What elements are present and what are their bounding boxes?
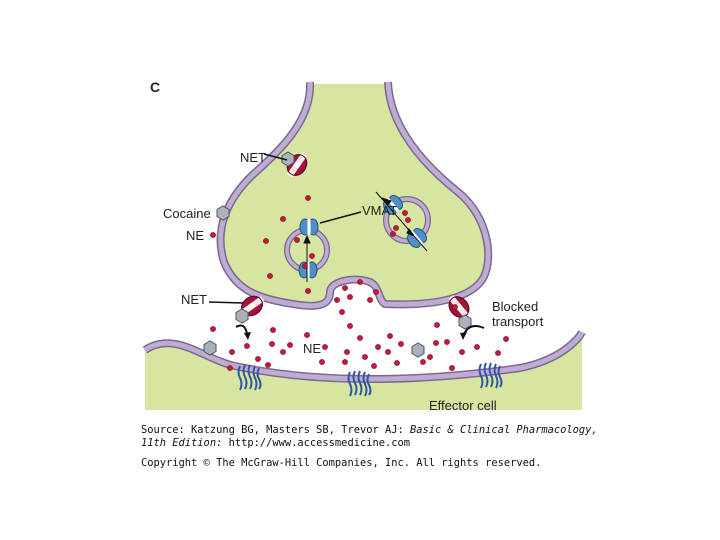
ne-molecule xyxy=(227,365,233,371)
ne-molecule xyxy=(427,354,433,360)
ne-molecule xyxy=(394,360,400,366)
ne-molecule xyxy=(334,297,340,303)
vmat-transporter-icon xyxy=(299,218,319,236)
ne-molecule xyxy=(319,359,325,365)
ne-molecule xyxy=(449,365,455,371)
source-url: http://www.accessmedicine.com xyxy=(222,437,410,449)
copyright-notice: Copyright © The McGraw-Hill Companies, I… xyxy=(141,457,542,469)
ne-molecule xyxy=(347,294,353,300)
ne-molecule xyxy=(255,356,261,362)
ne-legend-dot xyxy=(210,232,216,238)
cocaine-molecule-icon xyxy=(411,342,425,358)
ne-molecule xyxy=(371,363,377,369)
ne-molecule xyxy=(373,289,379,295)
ne-molecule xyxy=(444,339,450,345)
ne-molecule xyxy=(459,349,465,355)
ne-molecule xyxy=(474,344,480,350)
ne-molecule xyxy=(344,349,350,355)
leader-lines xyxy=(208,153,362,304)
ne-molecule xyxy=(280,216,286,222)
ne-molecule xyxy=(503,336,509,342)
vmat-arrows xyxy=(303,191,428,282)
ne-molecule xyxy=(267,273,273,279)
ne-molecule xyxy=(402,210,408,216)
source-citation: Source: Katzung BG, Masters SB, Trevor A… xyxy=(141,424,598,437)
ne-molecule xyxy=(263,238,269,244)
net-label-top: NET xyxy=(240,150,266,165)
ne-molecule xyxy=(342,359,348,365)
ne-molecule xyxy=(375,344,381,350)
ne-molecule xyxy=(405,217,411,223)
blocked-transport-label-line2: transport xyxy=(492,314,544,329)
ne-molecule xyxy=(393,225,399,231)
ne-molecule xyxy=(244,343,250,349)
ne-molecules xyxy=(210,195,509,371)
cocaine-molecule-icon xyxy=(235,308,249,324)
ne-molecule xyxy=(387,333,393,339)
ne-molecule xyxy=(347,323,353,329)
ne-molecule xyxy=(210,326,216,332)
ne-molecule xyxy=(304,332,310,338)
ne-molecule xyxy=(265,362,271,368)
reuptake-arrows xyxy=(235,324,485,335)
presynaptic-terminal xyxy=(216,81,493,310)
ne-molecule xyxy=(420,359,426,365)
ne-molecule xyxy=(270,327,276,333)
ne-molecule xyxy=(434,322,440,328)
ne-molecule xyxy=(433,340,439,346)
ne-molecule xyxy=(357,335,363,341)
ne-molecule xyxy=(322,344,328,350)
ne-molecule xyxy=(302,263,308,269)
cocaine-molecule-icon xyxy=(203,340,217,356)
ne-molecule xyxy=(342,285,348,291)
ne-molecule xyxy=(294,237,300,243)
ne-molecule xyxy=(367,297,373,303)
ne-molecule xyxy=(269,341,275,347)
ne-molecule xyxy=(385,349,391,355)
cocaine-legend-label: Cocaine xyxy=(163,206,211,221)
net-label-left: NET xyxy=(181,292,207,307)
ne-molecule xyxy=(287,342,293,348)
ne-molecule xyxy=(229,349,235,355)
ne-legend-label: NE xyxy=(186,228,205,243)
vmat-transporter-icon xyxy=(298,261,318,279)
ne-molecule xyxy=(309,253,315,259)
effector-cell xyxy=(145,332,582,410)
ne-molecule xyxy=(495,350,501,356)
source-prefix: Source: Katzung BG, Masters SB, Trevor A… xyxy=(141,424,410,436)
ne-molecule xyxy=(305,288,311,294)
effector-cell-label: Effector cell xyxy=(429,398,497,413)
ne-molecule xyxy=(280,349,286,355)
vmat-label: VMAT xyxy=(362,203,398,218)
ne-molecule xyxy=(357,279,363,285)
ne-molecule xyxy=(390,231,396,237)
panel-letter: C xyxy=(150,79,161,95)
cocaine-legend-icon xyxy=(216,205,230,221)
source-citation-line2: 11th Edition: http://www.accessmedicine.… xyxy=(141,437,410,450)
blocked-transport-label-line1: Blocked xyxy=(492,299,539,314)
ne-cleft-label: NE xyxy=(303,341,322,356)
ne-molecule xyxy=(398,341,404,347)
ne-molecule xyxy=(362,354,368,360)
source-edition: 11th Edition: xyxy=(141,437,223,449)
ne-molecule xyxy=(339,309,345,315)
source-book-title: Basic & Clinical Pharmacology, xyxy=(410,424,598,436)
ne-molecule xyxy=(305,195,311,201)
ne-molecule xyxy=(452,304,458,310)
